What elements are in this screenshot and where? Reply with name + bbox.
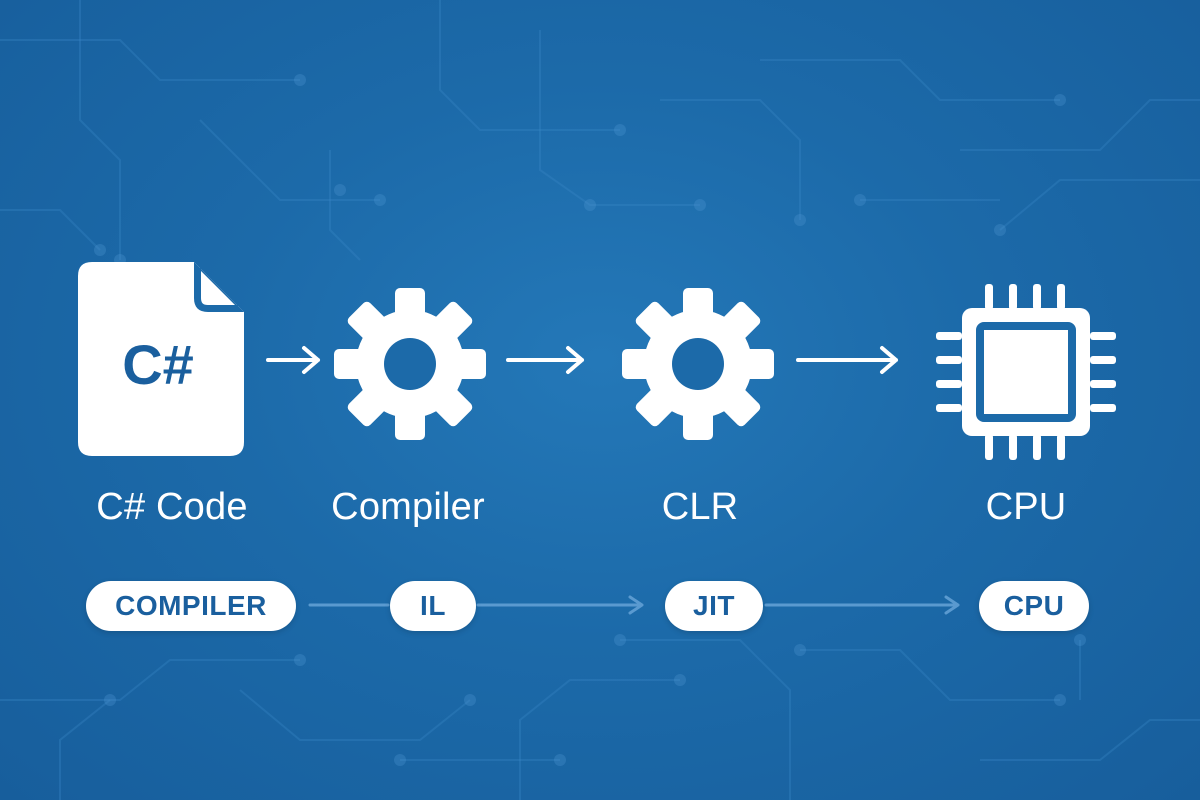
- pill-il: IL: [390, 581, 476, 631]
- gear-icon: [622, 288, 774, 440]
- pill-compiler: COMPILER: [86, 581, 296, 631]
- step-csharp-code: C#: [78, 262, 244, 456]
- label-clr: CLR: [661, 486, 739, 528]
- label-compiler: Compiler: [331, 486, 485, 528]
- label-cpu: CPU: [985, 486, 1067, 528]
- label-csharp-code: C# Code: [96, 486, 248, 528]
- arrow-icon: [796, 346, 898, 374]
- pill-cpu: CPU: [979, 581, 1089, 631]
- arrow-icon: [506, 346, 584, 374]
- csharp-file-icon: C#: [78, 262, 244, 456]
- arrow-icon: [266, 346, 320, 374]
- gear-icon: [334, 288, 486, 440]
- step-clr: [618, 284, 778, 444]
- step-cpu: [936, 284, 1116, 460]
- step-compiler: [330, 284, 490, 444]
- csharp-file-text: C#: [122, 333, 194, 396]
- cpu-chip-icon: [936, 284, 1116, 460]
- pill-jit: JIT: [665, 581, 763, 631]
